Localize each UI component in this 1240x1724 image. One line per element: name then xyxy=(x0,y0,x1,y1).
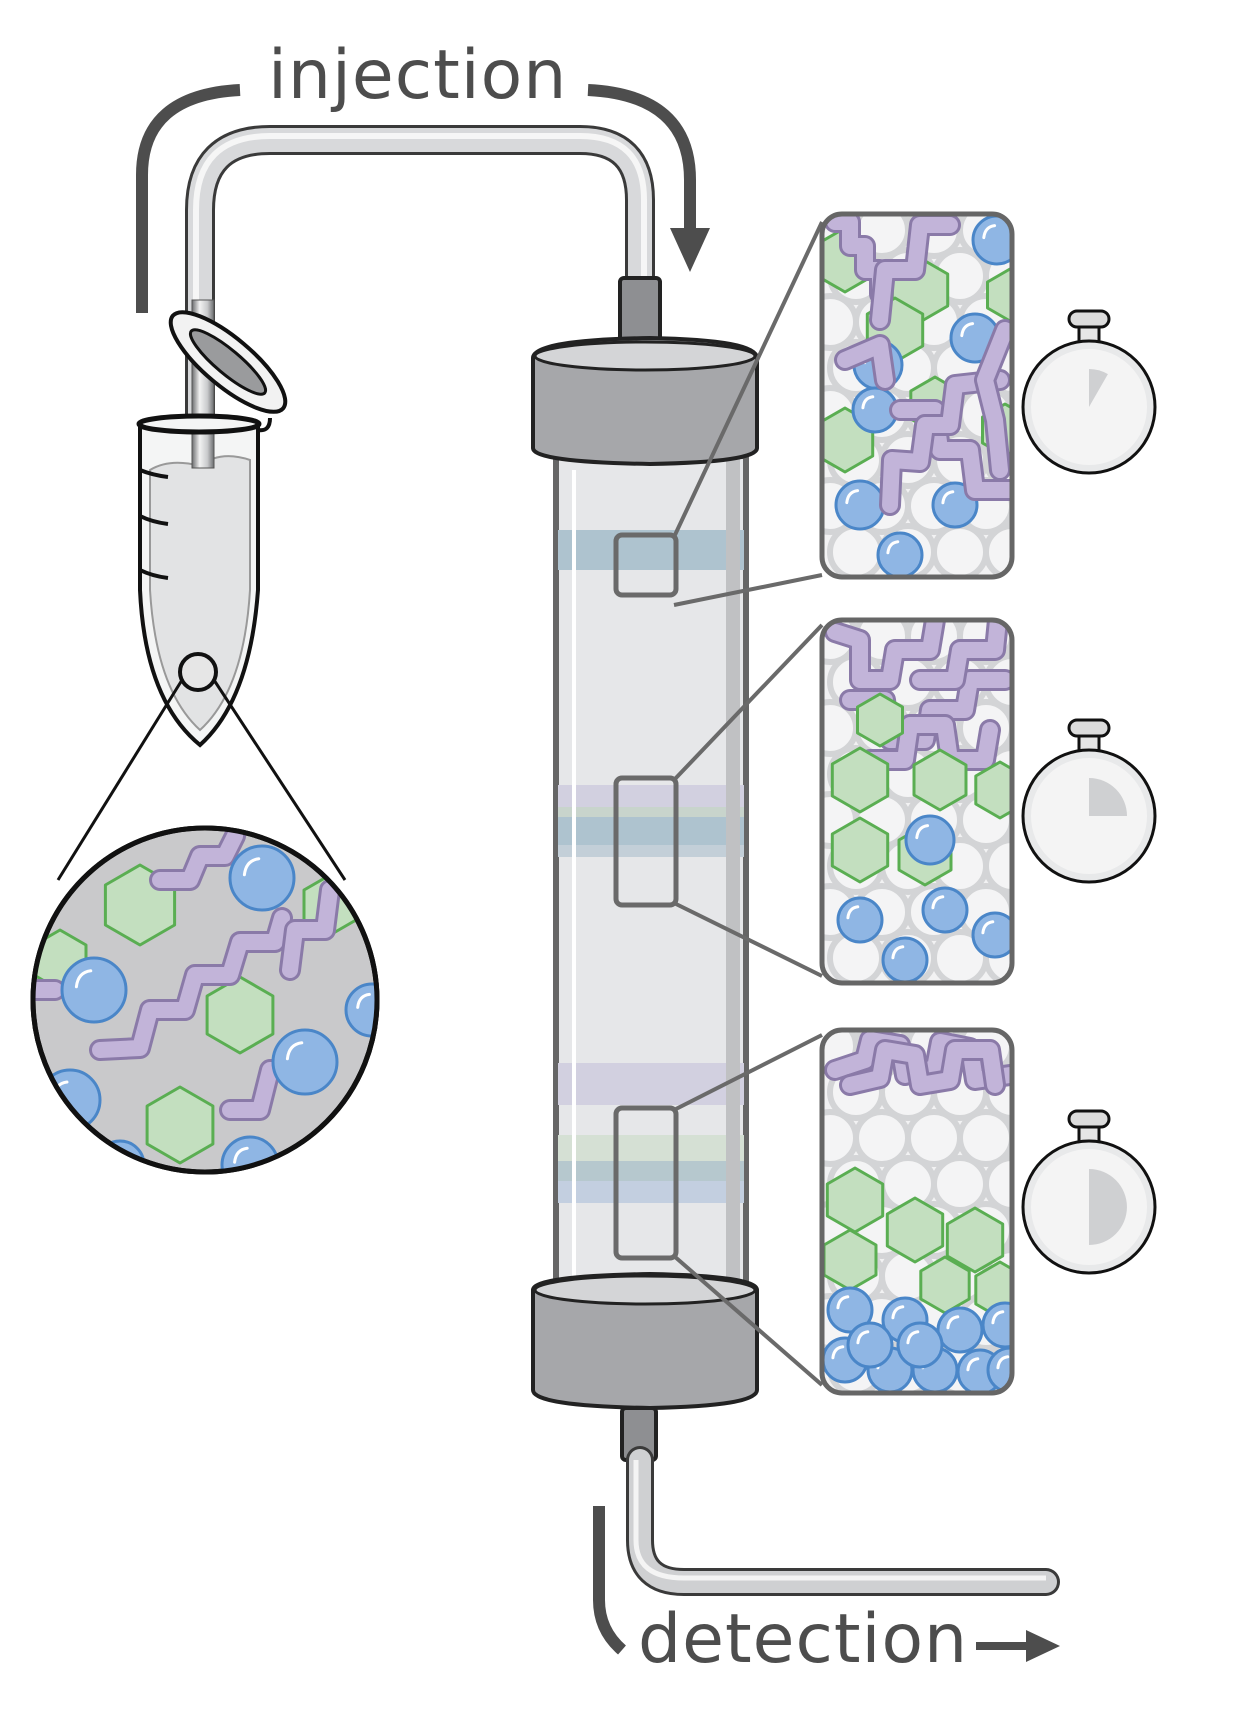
injection-tubing xyxy=(185,125,655,440)
hexagon-molecule xyxy=(912,748,968,812)
magnifier-line xyxy=(212,679,347,881)
hexagon-molecule xyxy=(830,746,890,814)
elapsed-time-wedge xyxy=(1089,1169,1127,1245)
injection-label: injection xyxy=(268,36,568,115)
hexagon-molecule xyxy=(825,1166,885,1234)
sphere-molecule xyxy=(38,1068,102,1132)
zigzag-molecule xyxy=(834,334,896,391)
stationary-bead xyxy=(983,1155,1012,1213)
stationary-bead xyxy=(957,1109,1012,1167)
zigzag-molecule xyxy=(279,879,341,981)
sphere-molecule xyxy=(271,1028,339,1096)
sphere-molecule xyxy=(896,1321,944,1369)
stationary-bead xyxy=(931,523,989,577)
detection-label: detection xyxy=(638,1600,969,1679)
hexagon-molecule xyxy=(974,760,1012,820)
hexagon-molecule xyxy=(145,1085,215,1165)
zigzag-molecule xyxy=(974,319,1012,481)
zigzag-molecule xyxy=(149,828,246,891)
hexagon-molecule xyxy=(885,1196,945,1264)
sphere-molecule xyxy=(834,479,886,531)
sphere-molecule xyxy=(344,982,377,1038)
sample-tube xyxy=(136,299,288,748)
zigzag-molecule xyxy=(869,214,961,331)
sphere-molecule xyxy=(881,936,929,983)
sample-window-1 xyxy=(613,532,679,598)
stopwatch-icon xyxy=(1021,309,1157,475)
zigzag-molecule xyxy=(839,1039,1006,1096)
sample-window-2 xyxy=(613,775,679,908)
stationary-bead xyxy=(983,837,1012,895)
zigzag-molecule xyxy=(909,620,1009,691)
hexagon-molecule xyxy=(856,692,904,748)
hexagon-molecule xyxy=(830,816,890,884)
sphere-molecule xyxy=(876,531,924,577)
injection-arrow-icon xyxy=(136,84,710,313)
zigzag-molecule xyxy=(879,369,1011,516)
sphere-molecule xyxy=(826,1286,874,1334)
sphere-molecule xyxy=(836,896,884,944)
magnifier-line xyxy=(56,679,184,881)
zigzag-molecule xyxy=(889,399,1012,501)
sphere-molecule xyxy=(971,911,1012,959)
detail-panel-middle xyxy=(819,617,1015,986)
elapsed-time-wedge xyxy=(1089,778,1127,816)
detection-arrow-icon xyxy=(593,1506,1060,1662)
zigzag-molecule xyxy=(859,714,1001,771)
zigzag-molecule xyxy=(89,907,293,1061)
detection-tubing xyxy=(626,1446,1060,1596)
elapsed-time-wedge xyxy=(1089,369,1108,407)
zoom-lines xyxy=(672,221,824,1387)
sphere-molecule xyxy=(60,956,128,1024)
zigzag-molecule xyxy=(824,620,946,691)
sphere-molecule xyxy=(921,886,969,934)
hexagon-molecule xyxy=(945,1206,1005,1274)
sphere-molecule xyxy=(904,814,956,866)
sphere-molecule xyxy=(936,1306,984,1354)
sphere-molecule xyxy=(981,1301,1012,1349)
sphere-molecule xyxy=(846,1321,894,1369)
sphere-molecule xyxy=(228,844,296,912)
detail-panel-late xyxy=(819,1027,1015,1396)
stopwatch-icon xyxy=(1021,1109,1157,1275)
chromatography-column xyxy=(531,276,759,1462)
hexagon-molecule xyxy=(919,1255,971,1315)
hexagon-molecule xyxy=(205,975,275,1055)
sample-window-3 xyxy=(613,1105,679,1261)
hexagon-molecule xyxy=(822,1228,878,1292)
detail-panel-early xyxy=(819,211,1015,580)
stopwatch-icon xyxy=(1021,718,1157,884)
stationary-bead xyxy=(827,523,885,577)
stationary-bead xyxy=(983,523,1012,577)
magnified-sample xyxy=(30,825,380,1175)
